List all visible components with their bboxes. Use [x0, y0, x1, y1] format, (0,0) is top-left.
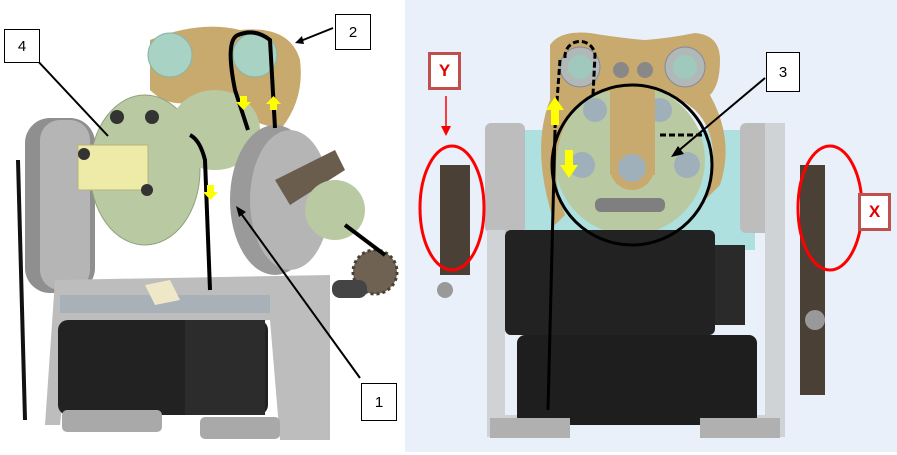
leader-line-4 — [34, 57, 109, 137]
front-mechanism-drawing — [418, 32, 864, 438]
front-view-panel: Y X 3 — [405, 0, 897, 452]
isometric-view-panel: 4 2 1 — [0, 0, 405, 455]
motor-lower — [517, 335, 757, 425]
leader-line-2 — [297, 27, 334, 43]
axis-label-x: X — [858, 193, 891, 231]
frame-right — [705, 123, 785, 437]
leader-line-3 — [676, 77, 766, 153]
idler-pulley-left — [147, 32, 193, 78]
isometric-mechanism-drawing — [16, 26, 399, 440]
motor-upper — [505, 230, 715, 335]
left-belt — [16, 159, 27, 421]
leader-line-1 — [239, 211, 361, 379]
frame-bracket — [45, 275, 330, 440]
belt-loop — [550, 83, 714, 247]
drive-belt — [228, 30, 277, 131]
yellow-arrow-up — [546, 97, 564, 125]
callout-label-3: 3 — [766, 52, 800, 92]
gear-right — [800, 165, 825, 395]
yellow-arrow-up-1 — [266, 96, 281, 110]
highlight-y-region — [418, 144, 486, 272]
axis-label-y: Y — [428, 52, 461, 90]
gear-left — [440, 165, 470, 275]
callout-label-2: 2 — [335, 14, 371, 50]
yellow-arrow-down-1 — [236, 96, 251, 110]
callout-label-4: 4 — [4, 29, 40, 63]
yellow-arrow-down-2 — [203, 185, 218, 200]
switch-block — [77, 144, 149, 191]
yellow-arrow-down — [560, 150, 578, 178]
left-drum — [485, 123, 525, 233]
crank-arm — [275, 150, 345, 205]
callout-label-1: 1 — [361, 383, 397, 421]
